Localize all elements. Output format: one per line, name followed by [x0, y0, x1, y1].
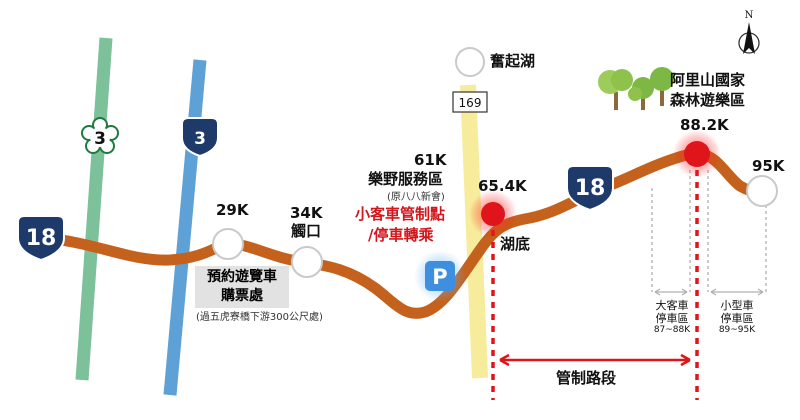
- booking-line2: 購票處: [221, 287, 263, 304]
- leye-name-label: 樂野服務區: [368, 170, 444, 188]
- booking-km-label: 29K: [216, 201, 249, 219]
- end-km-label: 95K: [752, 157, 785, 175]
- bus-zone-label: 大客車 停車區 87~88K: [649, 299, 695, 336]
- marker-95k: [746, 175, 778, 207]
- control-section-label: 管制路段: [556, 369, 617, 387]
- park-km-label: 88.2K: [680, 116, 729, 134]
- bus-zone-line1: 大客車: [655, 299, 689, 312]
- parking-icon-letter: P: [432, 265, 447, 289]
- red-marker-icon: [481, 202, 505, 226]
- control-point-line1: 小客車管制點: [355, 205, 446, 223]
- flower-shield-icon: 3: [81, 117, 119, 154]
- park-name-line2: 森林遊樂區: [670, 91, 746, 109]
- hudi-km-label: 65.4K: [478, 177, 527, 195]
- bus-zone-line2: 停車區: [655, 311, 689, 325]
- control-section-arrow: [499, 353, 691, 367]
- highway-shield-icon-right: 18: [566, 165, 614, 212]
- booking-line1: 預約遊覽車: [207, 269, 277, 285]
- highway-shield-icon-left: 18: [17, 215, 65, 262]
- road-169-line: [460, 84, 488, 379]
- svg-text:18: 18: [26, 226, 57, 251]
- svg-text:18: 18: [575, 176, 606, 201]
- booking-note: (過五虎寮橋下游300公尺處): [196, 312, 323, 323]
- svg-text:3: 3: [194, 129, 206, 149]
- fenqihu-label: 奮起湖: [490, 52, 536, 70]
- route-3-blue-line: [163, 59, 207, 396]
- marker-fenqihu: [455, 47, 485, 77]
- parking-icon: [425, 261, 455, 291]
- svg-text:3: 3: [94, 129, 106, 149]
- freeway-shield-icon: 3: [181, 117, 219, 158]
- chukou-name-label: 觸口: [291, 222, 322, 240]
- car-zone-line2: 停車區: [720, 311, 754, 325]
- bus-zone-arrow: [654, 288, 688, 296]
- marker-34k: [291, 246, 323, 278]
- compass-icon: N: [738, 10, 760, 54]
- leye-sub-label: (原八八新會): [387, 192, 445, 203]
- marker-29k: [212, 228, 244, 260]
- svg-text:N: N: [745, 10, 754, 21]
- red-marker-icon-2: [684, 141, 710, 167]
- route-3-green-line: [75, 37, 113, 381]
- road-169-sign: 169: [452, 91, 488, 113]
- tree-icon: [598, 67, 674, 110]
- car-zone-label: 小型車 停車區 89~95K: [712, 299, 762, 336]
- car-zone-arrow: [710, 288, 764, 296]
- bus-zone-range: 87~88K: [653, 325, 691, 336]
- park-name-line1: 阿里山國家: [670, 71, 746, 89]
- leye-km-label: 61K: [414, 151, 447, 169]
- hudi-name-label: 湖底: [500, 235, 531, 253]
- booking-office-box: 預約遊覽車 購票處: [195, 266, 289, 308]
- chukou-km-label: 34K: [290, 204, 323, 222]
- car-zone-line1: 小型車: [720, 299, 754, 312]
- car-zone-range: 89~95K: [718, 325, 756, 336]
- control-point-line2: /停車轉乘: [368, 226, 434, 244]
- svg-text:169: 169: [459, 96, 482, 110]
